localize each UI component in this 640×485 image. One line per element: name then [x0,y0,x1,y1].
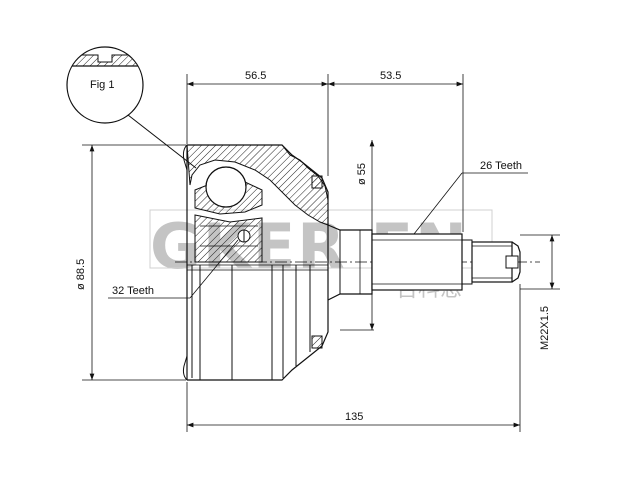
abs-ring [311,175,323,349]
dim-thread: M22X1.5 [520,234,560,350]
inner-race [194,166,263,263]
dim-outer-diameter: ø 88.5 [75,144,186,381]
cotter-pin-hole [505,255,519,269]
dim-135-label: 135 [345,411,363,423]
dim-88-5-label: ø 88.5 [75,259,87,290]
dim-bell-diameter: ø 55 [340,140,375,331]
dim-shaft-length: 53.5 [328,70,464,232]
fig1-detail: Fig 1 [66,46,197,169]
dim-56-5-label: 56.5 [245,70,266,82]
spline-section [371,233,463,291]
annotation-26-teeth: 26 Teeth [413,160,528,235]
bell-housing [182,144,329,381]
label-32-teeth: 32 Teeth [112,285,154,297]
fig1-label: Fig 1 [90,79,114,91]
dim-53-5-label: 53.5 [380,70,401,82]
annotation-32-teeth: 32 Teeth [108,239,239,299]
dim-55-label: ø 55 [356,163,368,185]
inner-spline-hub [194,214,263,263]
dim-thread-label: M22X1.5 [539,306,551,350]
label-26-teeth: 26 Teeth [480,160,522,172]
dim-total-length: 135 [186,284,521,432]
detail-leader-line [127,114,197,169]
stub-shaft [327,224,521,301]
threaded-end [471,241,513,283]
dim-body-length: 56.5 [186,70,329,176]
